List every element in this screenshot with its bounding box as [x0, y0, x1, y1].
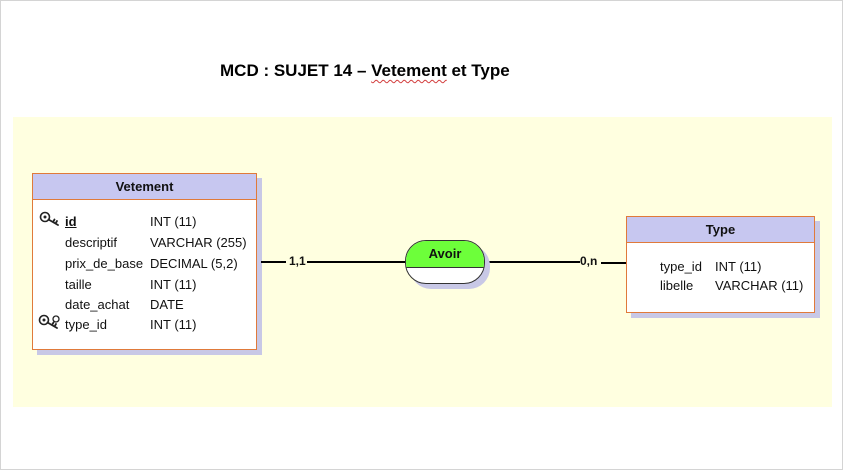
type-attr-name-type-id: type_id [660, 259, 702, 274]
primary-key-icon [39, 211, 59, 226]
title-suffix: et Type [446, 61, 510, 80]
foreign-key-icon [38, 314, 60, 329]
type-attr-name-libelle: libelle [660, 278, 694, 293]
attr-name-taille: taille [65, 277, 92, 292]
attr-type-prix-de-base: DECIMAL (5,2) [150, 256, 238, 271]
cardinality-right: 0,n [580, 254, 598, 268]
type-attr-type-type-id: INT (11) [715, 259, 762, 274]
attr-type-date-achat: DATE [150, 297, 184, 312]
cardinality-left: 1,1 [289, 254, 306, 268]
entity-type[interactable]: Type type_id INT (11) libelle VARCHAR (1… [626, 216, 815, 313]
entity-type-header: Type [627, 217, 814, 243]
entity-vetement-header: Vetement [33, 174, 256, 200]
attr-type-id: INT (11) [150, 214, 197, 229]
link-line-left-a [261, 261, 286, 263]
attr-name-descriptif: descriptif [65, 235, 118, 250]
entity-vetement[interactable]: Vetement id INT (11) descriptif VARCHAR … [32, 173, 257, 350]
title-prefix: MCD : SUJET 14 – [220, 61, 372, 80]
attr-name-date-achat: date_achat [65, 297, 130, 312]
title-underlined-word: Vetement [371, 61, 447, 80]
association-avoir[interactable]: Avoir [405, 240, 485, 284]
attr-type-taille: INT (11) [150, 277, 197, 292]
type-attr-type-libelle: VARCHAR (11) [715, 278, 804, 293]
attr-type-descriptif: VARCHAR (255) [150, 235, 247, 250]
page-title: MCD : SUJET 14 – Vetement et Type [220, 61, 510, 81]
attr-name-prix-de-base: prix_de_base [65, 256, 144, 271]
link-line-left-b [307, 261, 406, 263]
link-line-right-a [486, 261, 580, 263]
attr-name-id: id [65, 214, 77, 229]
attr-name-type-id: type_id [65, 317, 107, 332]
link-line-right-b [601, 262, 626, 264]
association-label: Avoir [406, 241, 484, 268]
attr-type-type-id: INT (11) [150, 317, 197, 332]
